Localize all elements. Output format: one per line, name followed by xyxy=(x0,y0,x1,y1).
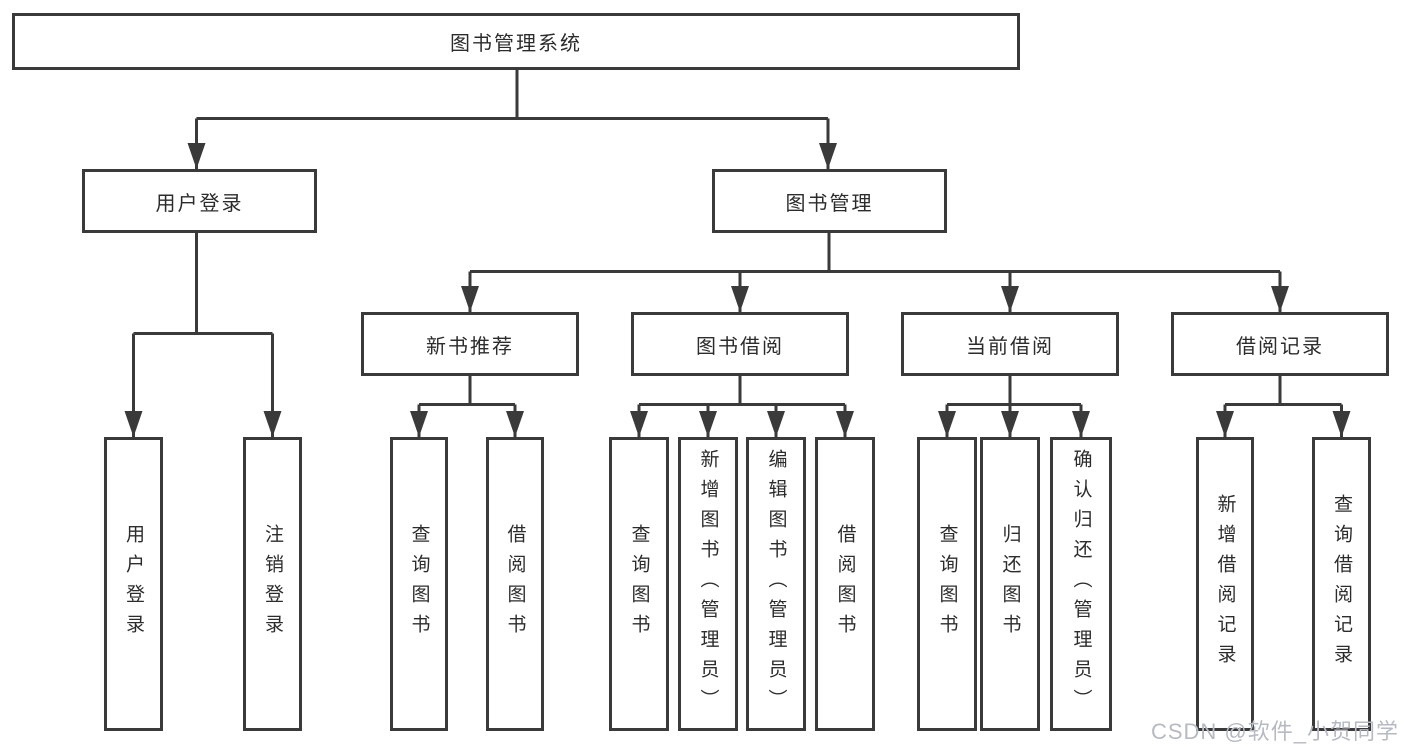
node-borrow-search-book-label: 查询图书 xyxy=(628,524,650,644)
node-search-borrow-record-label: 查询借阅记录 xyxy=(1331,494,1352,674)
node-user-login: 用户登录 xyxy=(82,169,317,233)
node-borrow-records-label: 借阅记录 xyxy=(1236,335,1324,358)
node-borrow-search-book: 查询图书 xyxy=(609,437,669,731)
node-root: 图书管理系统 xyxy=(12,13,1020,70)
node-new-book-recommend-label: 新书推荐 xyxy=(426,335,514,358)
node-confirm-return-admin-label: 确认归还（管理员） xyxy=(1070,449,1092,719)
node-book-borrow: 图书借阅 xyxy=(631,312,849,376)
node-recommend-search-book-label: 查询图书 xyxy=(408,524,430,644)
node-recommend-search-book: 查询图书 xyxy=(390,437,448,731)
node-new-book-recommend: 新书推荐 xyxy=(361,312,579,376)
node-login-label: 用户登录 xyxy=(123,524,144,644)
node-logout: 注销登录 xyxy=(243,437,302,731)
node-recommend-borrow-book-label: 借阅图书 xyxy=(504,524,526,644)
node-login: 用户登录 xyxy=(104,437,163,731)
node-root-label: 图书管理系统 xyxy=(450,33,582,55)
node-edit-book-admin: 编辑图书（管理员） xyxy=(746,437,806,731)
node-book-management: 图书管理 xyxy=(712,169,947,233)
node-return-book: 归还图书 xyxy=(980,437,1040,731)
node-edit-book-admin-label: 编辑图书（管理员） xyxy=(765,449,787,719)
node-borrow-book: 借阅图书 xyxy=(815,437,875,731)
node-current-borrow-label: 当前借阅 xyxy=(966,335,1054,358)
node-book-borrow-label: 图书借阅 xyxy=(696,335,784,358)
node-recommend-borrow-book: 借阅图书 xyxy=(486,437,544,731)
node-confirm-return-admin: 确认归还（管理员） xyxy=(1050,437,1112,731)
node-add-borrow-record-label: 新增借阅记录 xyxy=(1214,494,1236,674)
node-user-login-label: 用户登录 xyxy=(155,192,244,215)
node-add-book-admin: 新增图书（管理员） xyxy=(678,437,738,731)
node-borrow-records: 借阅记录 xyxy=(1171,312,1389,376)
node-current-search-book-label: 查询图书 xyxy=(936,524,958,644)
node-borrow-book-label: 借阅图书 xyxy=(834,524,856,644)
node-current-search-book: 查询图书 xyxy=(917,437,977,731)
node-book-management-label: 图书管理 xyxy=(785,192,874,215)
node-search-borrow-record: 查询借阅记录 xyxy=(1312,437,1371,731)
node-add-borrow-record: 新增借阅记录 xyxy=(1196,437,1254,731)
node-current-borrow: 当前借阅 xyxy=(901,312,1119,376)
node-return-book-label: 归还图书 xyxy=(999,524,1021,644)
node-add-book-admin-label: 新增图书（管理员） xyxy=(697,449,719,719)
node-logout-label: 注销登录 xyxy=(262,524,283,644)
